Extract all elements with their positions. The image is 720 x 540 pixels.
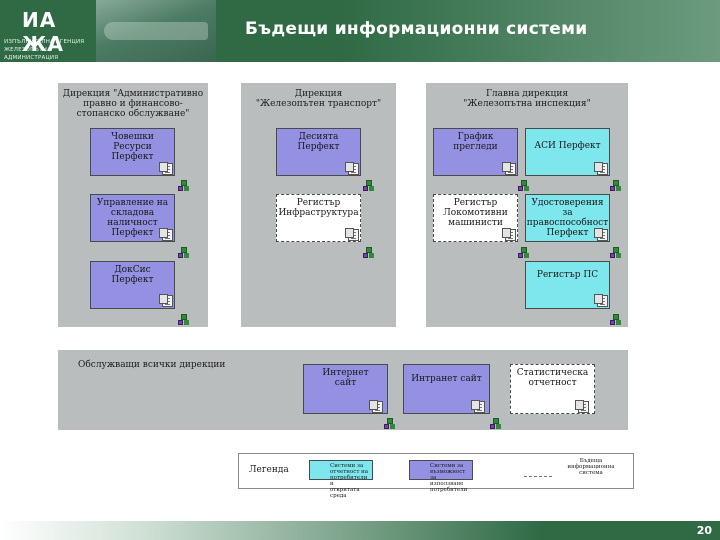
network-icon — [610, 247, 620, 258]
box-label: Ресурси — [113, 142, 152, 152]
group-common-label: Обслужващи всички дирекции — [78, 360, 226, 370]
legend-white-text: Бъдеща информационна система — [567, 458, 615, 476]
group-label-line: стопанско обслужване" — [76, 109, 190, 119]
agency-logo: ИА ЖА ИЗПЪЛНИТЕЛНА АГЕНЦИЯ ЖЕЛЕЗОПЪТНА А… — [0, 0, 96, 62]
logo-mark: ИА ЖА — [22, 8, 64, 56]
box-label: складова наличност — [107, 208, 158, 228]
legend-swatch-purple-text: Системи за възможност за използване потр… — [430, 463, 468, 493]
legend: Легенда Системи за отчетност на потребит… — [238, 453, 634, 499]
box-label: АСИ Перфект — [534, 141, 601, 151]
database-icon — [575, 400, 589, 413]
box-label: Перфект — [546, 228, 589, 238]
logo-caption-line-2: ЖЕЛЕЗОПЪТНА АДМИНИСТРАЦИЯ — [4, 47, 59, 61]
group-admin-label: Дирекция "Административно правно и финан… — [62, 89, 204, 119]
network-icon — [178, 247, 188, 258]
box-locomotive-drivers-register[interactable]: Регистър Локомотивни машинисти — [433, 194, 518, 242]
box-label: Удостоверения за — [531, 198, 604, 218]
network-icon — [384, 418, 394, 429]
legend-title: Легенда — [249, 465, 289, 475]
network-icon — [363, 247, 373, 258]
database-icon — [594, 228, 608, 241]
box-label: График — [457, 132, 494, 142]
database-icon — [159, 294, 173, 307]
box-label: Перфект — [297, 142, 340, 152]
group-label-line: правно и финансово- — [83, 99, 183, 109]
database-icon — [502, 162, 516, 175]
network-icon — [363, 180, 373, 191]
box-label: ДокСис — [114, 265, 151, 275]
box-label: Интернет — [322, 368, 369, 378]
database-icon — [369, 400, 383, 413]
network-icon — [178, 180, 188, 191]
box-label: Регистър — [296, 198, 341, 208]
network-icon — [518, 247, 528, 258]
box-label: Перфект — [111, 152, 154, 162]
legend-swatch-cyan-text: Системи за отчетност на потребители и от… — [330, 463, 369, 499]
page-title: Бъдещи информационни системи — [245, 19, 588, 39]
train-photo — [96, 0, 216, 62]
group-label-line: "Железопътен транспорт" — [255, 99, 382, 109]
database-icon — [159, 228, 173, 241]
box-label: Перфект — [111, 228, 154, 238]
box-label: Регистър — [453, 198, 498, 208]
group-transport-label: Дирекция "Железопътен транспорт" — [245, 89, 392, 109]
group-label-line: Главна дирекция — [485, 89, 569, 99]
group-label-line: "Железопътна инспекция" — [463, 99, 591, 109]
legend-dash — [524, 476, 552, 477]
group-label-line: Дирекция — [294, 89, 343, 99]
box-label: правоспособност — [526, 218, 609, 228]
box-hr-perfect[interactable]: Човешки Ресурси Перфект — [90, 128, 175, 176]
footer-bar: 20 — [0, 521, 720, 540]
header: ИА ЖА ИЗПЪЛНИТЕЛНА АГЕНЦИЯ ЖЕЛЕЗОПЪТНА А… — [0, 0, 720, 62]
database-icon — [594, 294, 608, 307]
database-icon — [345, 162, 359, 175]
page-number: 20 — [696, 524, 712, 537]
box-label: Десията — [298, 132, 339, 142]
box-label: Статистическа — [516, 368, 589, 378]
box-label: машинисти — [448, 218, 503, 228]
group-inspection-label: Главна дирекция "Железопътна инспекция" — [430, 89, 624, 109]
box-infrastructure-register[interactable]: Регистър Инфраструктура — [276, 194, 361, 242]
network-icon — [178, 314, 188, 325]
box-label: Регистър ПС — [536, 270, 599, 280]
database-icon — [159, 162, 173, 175]
database-icon — [345, 228, 359, 241]
box-label: Интранет сайт — [411, 374, 482, 384]
box-label: Човешки — [111, 132, 154, 142]
database-icon — [471, 400, 485, 413]
box-label: Локомотивни — [443, 208, 508, 218]
database-icon — [594, 162, 608, 175]
box-label: сайт — [334, 378, 357, 388]
logo-caption: ИЗПЪЛНИТЕЛНА АГЕНЦИЯ ЖЕЛЕЗОПЪТНА АДМИНИС… — [4, 38, 96, 62]
logo-caption-line-1: ИЗПЪЛНИТЕЛНА АГЕНЦИЯ — [4, 39, 85, 45]
network-icon — [610, 314, 620, 325]
title-bar — [216, 0, 720, 62]
group-label-line: Дирекция "Административно — [62, 89, 204, 99]
legend-swatch-cyan: Системи за отчетност на потребители и от… — [309, 460, 373, 499]
network-icon — [490, 418, 500, 429]
box-label: Управление на — [96, 198, 169, 208]
legend-swatch-purple: Системи за възможност за използване потр… — [409, 460, 473, 493]
network-icon — [610, 180, 620, 191]
box-label: Инфраструктура — [278, 208, 359, 218]
database-icon — [502, 228, 516, 241]
box-label: отчетност — [528, 378, 577, 388]
box-label: прегледи — [453, 142, 498, 152]
box-label: Перфект — [111, 275, 154, 285]
network-icon — [518, 180, 528, 191]
